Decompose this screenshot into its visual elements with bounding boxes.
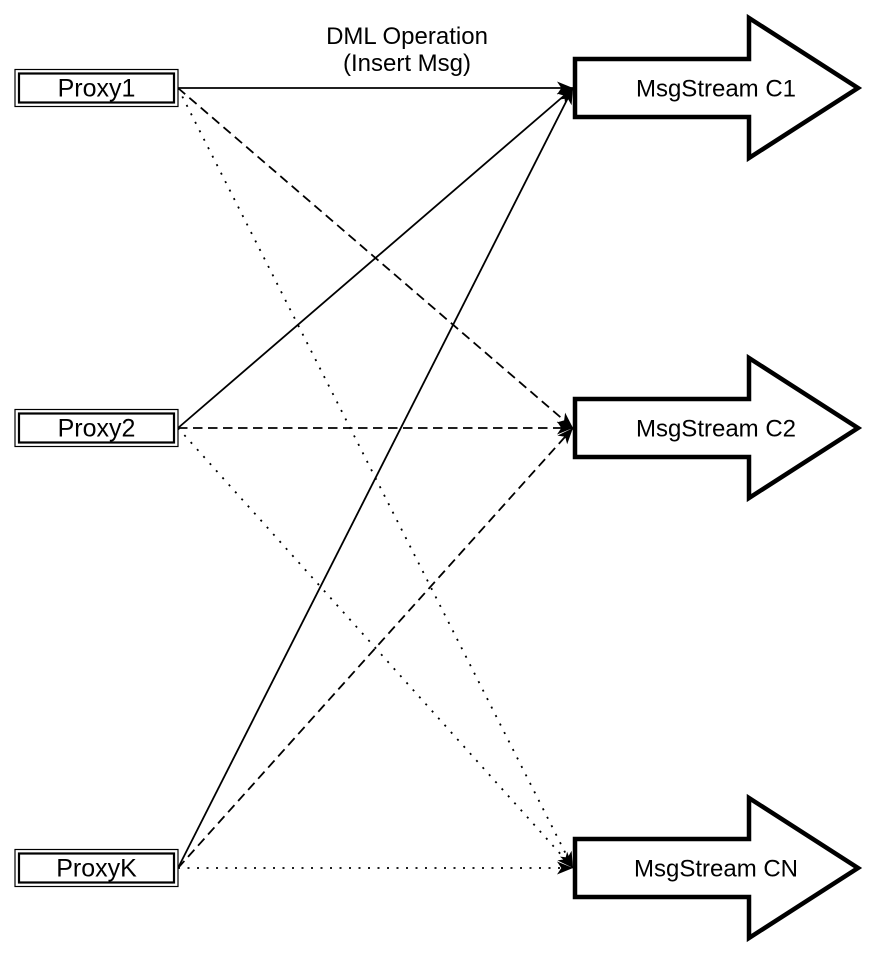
proxy2-label: Proxy2 [58, 415, 136, 443]
node-msgstream-c2: MsgStream C2 [572, 353, 863, 503]
proxyk-label: ProxyK [56, 855, 137, 883]
node-proxy1: Proxy1 [14, 68, 179, 108]
proxy2-box-inner-border [17, 412, 176, 444]
connections-layer [177, 81, 574, 875]
node-proxyk: ProxyK [14, 848, 179, 888]
proxy1-label: Proxy1 [58, 75, 136, 103]
msgstream-cn-arrow-shape [572, 793, 863, 943]
proxy1-box-inner-border [17, 72, 176, 104]
msgstream-c2-label: MsgStream C2 [636, 416, 796, 443]
msgstream-c1-label: MsgStream C1 [636, 76, 796, 103]
msgstream-cn-label: MsgStream CN [634, 856, 798, 883]
dml-operation-label-line1: DML Operation [326, 23, 488, 50]
connection-proxy2-to-cn-dotted-line [177, 427, 574, 869]
proxy2-box [14, 408, 179, 448]
dml-operation-label-line2: (Insert Msg) [343, 50, 471, 77]
proxy1-box [14, 68, 179, 108]
proxyk-box-inner-border [17, 852, 176, 884]
msgstream-c2-arrow-shape [572, 353, 863, 503]
node-msgstream-c1: MsgStream C1 [572, 13, 863, 163]
node-proxy2: Proxy2 [14, 408, 179, 448]
node-msgstream-cn: MsgStream CN [572, 793, 863, 943]
proxyk-box [14, 848, 179, 888]
connection-proxyk-to-c2-dashed-line [177, 427, 574, 869]
connection-proxyk-to-c1-solid-line [177, 87, 574, 869]
msgstream-c1-arrow-shape [572, 13, 863, 163]
connection-proxy2-to-c1-solid-line [177, 87, 574, 429]
